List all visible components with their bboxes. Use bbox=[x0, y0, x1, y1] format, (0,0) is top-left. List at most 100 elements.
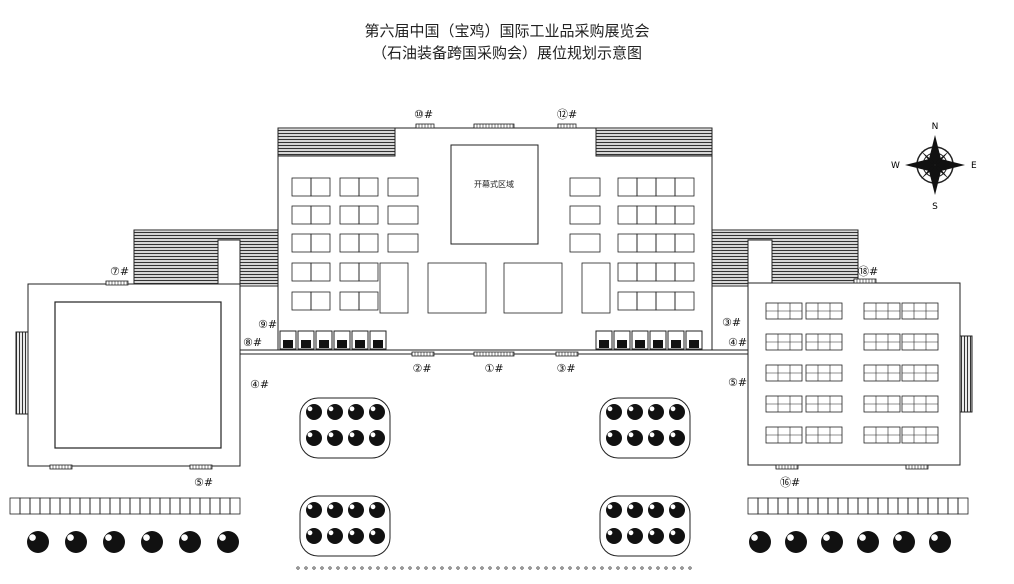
tree bbox=[103, 531, 125, 553]
gate-4l-label: ④# bbox=[250, 378, 269, 391]
tree bbox=[749, 531, 771, 553]
gate-marker bbox=[105, 280, 129, 286]
parking-slot bbox=[219, 497, 231, 515]
boundary-dot bbox=[528, 566, 532, 570]
boundary-dot bbox=[624, 566, 628, 570]
boundary-dot bbox=[352, 566, 356, 570]
booth-small-fill bbox=[319, 340, 329, 348]
tree bbox=[648, 430, 664, 446]
boundary-dot bbox=[392, 566, 396, 570]
gate-9-label: ⑨# bbox=[258, 318, 277, 331]
booth bbox=[310, 205, 331, 225]
plaza-bed bbox=[599, 397, 691, 459]
parking-slot bbox=[19, 497, 31, 515]
parking-slot bbox=[837, 497, 849, 515]
boundary-dot bbox=[464, 566, 468, 570]
tree bbox=[627, 502, 643, 518]
booth bbox=[674, 291, 695, 311]
compass-north: N bbox=[932, 122, 939, 132]
booth bbox=[358, 233, 379, 253]
parking-slot bbox=[129, 497, 141, 515]
tree bbox=[141, 531, 163, 553]
boundary-dot bbox=[304, 566, 308, 570]
parking-slot bbox=[927, 497, 939, 515]
boundary-dot bbox=[512, 566, 516, 570]
compass-south: S bbox=[932, 202, 938, 212]
boundary-dot bbox=[344, 566, 348, 570]
booth-large bbox=[581, 262, 611, 314]
booth bbox=[387, 177, 419, 197]
gate-8-label: ⑧# bbox=[243, 336, 262, 349]
tree bbox=[27, 531, 49, 553]
boundary-dot bbox=[600, 566, 604, 570]
parking-slot bbox=[199, 497, 211, 515]
booth-large bbox=[503, 262, 563, 314]
tree bbox=[348, 528, 364, 544]
booth bbox=[387, 233, 419, 253]
main-hall bbox=[277, 127, 713, 351]
boundary-dot bbox=[616, 566, 620, 570]
booth-small-fill bbox=[283, 340, 293, 348]
boundary-dot bbox=[640, 566, 644, 570]
booth bbox=[387, 205, 419, 225]
booth bbox=[569, 205, 601, 225]
parking-slot bbox=[957, 497, 969, 515]
gate-4r-label: ④# bbox=[728, 336, 747, 349]
boundary-dot bbox=[376, 566, 380, 570]
parking-slot bbox=[189, 497, 201, 515]
boundary-dot bbox=[664, 566, 668, 570]
parking-slot bbox=[867, 497, 879, 515]
compass-west: W bbox=[891, 161, 900, 171]
parking-slot bbox=[159, 497, 171, 515]
booth bbox=[569, 233, 601, 253]
gate-16-label: ⑯# bbox=[780, 476, 800, 489]
parking-slot bbox=[887, 497, 899, 515]
gate-labels: ①# ②# ③# ③# ④# ④# ⑤# ⑤# ⑦# ⑧# ⑨# ⑩# ⑫# ⑯… bbox=[110, 108, 878, 489]
booth-small-fill bbox=[301, 340, 311, 348]
booth bbox=[310, 262, 331, 282]
boundary-dot bbox=[592, 566, 596, 570]
tree bbox=[606, 430, 622, 446]
opening-ceremony-zone bbox=[450, 144, 539, 245]
dotted-boundary bbox=[296, 566, 692, 570]
parking-slot bbox=[847, 497, 859, 515]
booth bbox=[358, 291, 379, 311]
parking-slot bbox=[807, 497, 819, 515]
boundary-dot bbox=[520, 566, 524, 570]
compass-icon: N S E W bbox=[891, 122, 977, 212]
tree bbox=[348, 404, 364, 420]
parking-slot bbox=[857, 497, 869, 515]
parking-slot bbox=[39, 497, 51, 515]
tree bbox=[306, 528, 322, 544]
plaza-bed bbox=[299, 495, 391, 557]
boundary-dot bbox=[296, 566, 300, 570]
tree bbox=[306, 502, 322, 518]
parking-slot bbox=[229, 497, 241, 515]
booth-small-fill bbox=[617, 340, 627, 348]
right-hall-stair bbox=[959, 335, 973, 413]
boundary-dot bbox=[360, 566, 364, 570]
parking-slot bbox=[747, 497, 759, 515]
boundary-dot bbox=[488, 566, 492, 570]
parking-slot bbox=[99, 497, 111, 515]
tree bbox=[369, 404, 385, 420]
parking-slot bbox=[109, 497, 121, 515]
parking-slot bbox=[89, 497, 101, 515]
tree bbox=[893, 531, 915, 553]
boundary-dot bbox=[536, 566, 540, 570]
parking-slot bbox=[29, 497, 41, 515]
boundary-dot bbox=[312, 566, 316, 570]
boundary-dot bbox=[328, 566, 332, 570]
booth-large bbox=[379, 262, 409, 314]
parking-slot bbox=[797, 497, 809, 515]
parking-slot bbox=[179, 497, 191, 515]
parking-slot bbox=[169, 497, 181, 515]
gate-markers bbox=[49, 123, 929, 470]
tree bbox=[785, 531, 807, 553]
tree bbox=[179, 531, 201, 553]
parking-slot bbox=[827, 497, 839, 515]
bottom-booth-row bbox=[279, 330, 703, 350]
boundary-dot bbox=[576, 566, 580, 570]
boundary-dot bbox=[368, 566, 372, 570]
tree bbox=[306, 404, 322, 420]
